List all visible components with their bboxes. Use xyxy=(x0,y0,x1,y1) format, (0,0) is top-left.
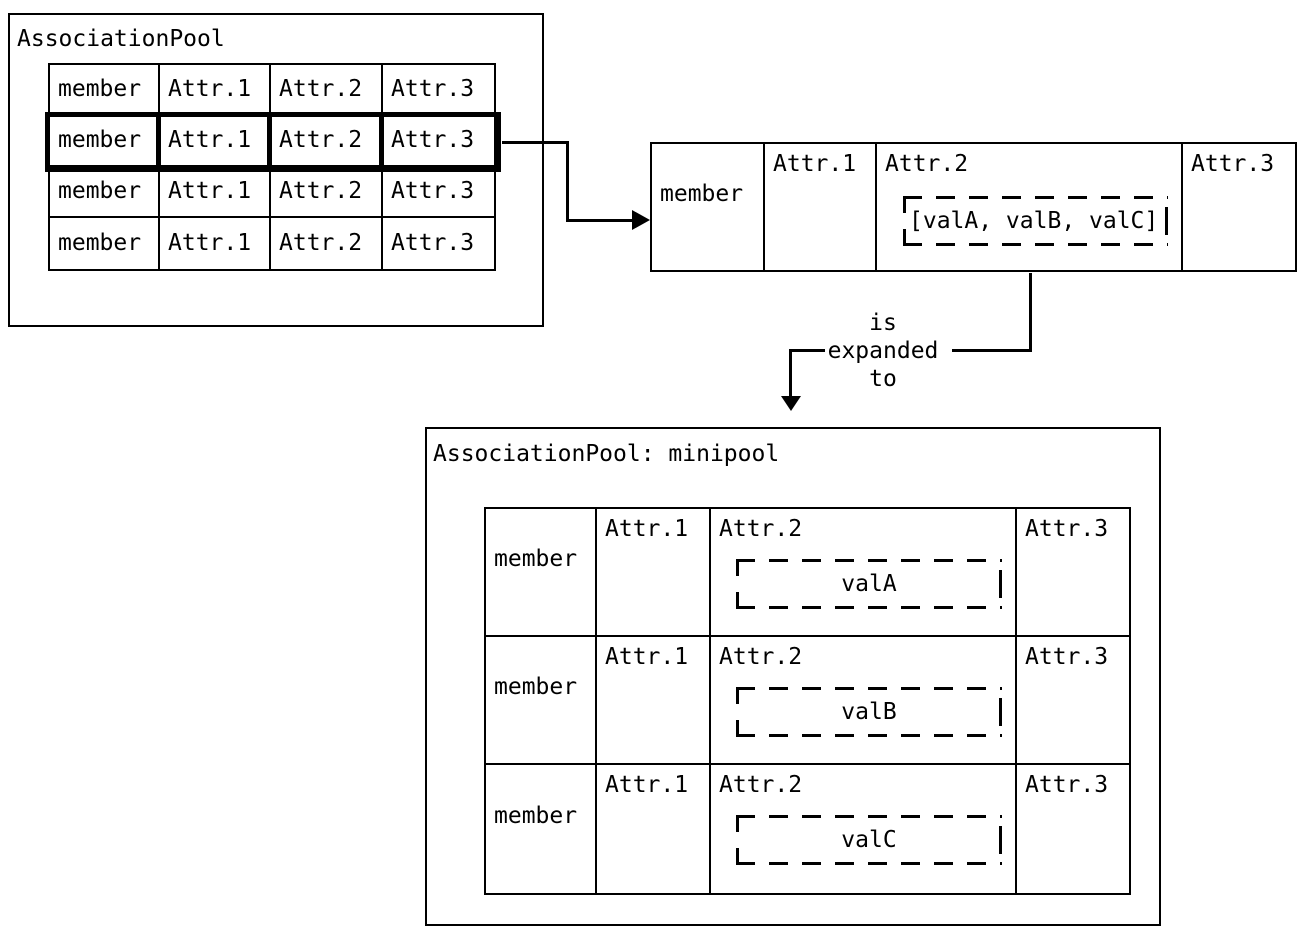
minipool-member-cell: member xyxy=(486,509,597,637)
expansion-arrow-segment xyxy=(789,349,825,352)
minipool-attr3-cell: Attr.3 xyxy=(1017,637,1129,765)
attr2-label: Attr.2 xyxy=(719,772,803,798)
pool-cell: Attr.1 xyxy=(160,218,271,269)
attr2-value: [valA, valB, valC] xyxy=(909,207,1159,234)
expansion-arrow-segment xyxy=(952,349,1031,352)
attr2-value: valB xyxy=(841,698,897,725)
minipool-attr1-cell: Attr.1 xyxy=(597,637,711,765)
attr2-value-box: [valA, valB, valC] xyxy=(903,196,1168,246)
pool-cell: Attr.3 xyxy=(383,116,494,167)
attr2-value-box: valA xyxy=(736,559,1002,609)
expanded-attr1-cell: Attr.1 xyxy=(765,144,877,270)
expansion-arrow-label-line: is xyxy=(869,310,897,336)
row-to-detail-arrow-segment xyxy=(502,141,569,144)
row-to-detail-arrow-segment xyxy=(566,141,569,222)
attr2-value: valC xyxy=(841,826,897,853)
expansion-arrow-label-line: to xyxy=(869,366,897,392)
selected-row-separator xyxy=(267,117,272,167)
minipool-attr1-cell: Attr.1 xyxy=(597,509,711,637)
expansion-arrow-label-line: expanded xyxy=(827,338,939,364)
minipool-attr3-cell: Attr.3 xyxy=(1017,509,1129,637)
attr2-label: Attr.2 xyxy=(719,644,803,670)
minipool-attr2-cell: Attr.2 valC xyxy=(711,765,1017,893)
minipool-attr2-cell: Attr.2 valB xyxy=(711,637,1017,765)
arrowhead-down-icon xyxy=(781,396,801,411)
minipool-attr1-cell: Attr.1 xyxy=(597,765,711,893)
attr2-value-box: valC xyxy=(736,815,1002,865)
attr2-value: valA xyxy=(841,570,897,597)
minipool-member-cell: member xyxy=(486,637,597,765)
arrowhead-right-icon xyxy=(632,210,650,230)
minipool-attr3-cell: Attr.3 xyxy=(1025,772,1109,798)
association-pool-title: AssociationPool xyxy=(17,26,225,52)
minipool-title: AssociationPool: minipool xyxy=(433,441,780,467)
expanded-attr2-cell: Attr.2 [valA, valB, valC] xyxy=(877,144,1183,270)
selected-row-separator xyxy=(156,117,161,167)
attr2-label: Attr.2 xyxy=(719,516,803,542)
expansion-arrow-label: is expanded to xyxy=(818,309,948,393)
selected-row-highlight xyxy=(45,112,501,172)
pool-cell: member xyxy=(50,65,160,116)
pool-cell: Attr.2 xyxy=(271,65,383,116)
expanded-member-cell: member xyxy=(652,144,765,270)
pool-cell: Attr.1 xyxy=(160,65,271,116)
minipool-table: member Attr.1 Attr.2 valA Attr.3 member … xyxy=(484,507,1131,895)
expanded-attr3-cell: Attr.3 xyxy=(1191,151,1275,177)
pool-cell: Attr.2 xyxy=(271,167,383,218)
attr2-label: Attr.2 xyxy=(885,151,969,177)
expansion-arrow-segment xyxy=(1029,273,1032,352)
pool-cell: Attr.1 xyxy=(160,167,271,218)
pool-cell: Attr.3 xyxy=(383,167,494,218)
minipool-attr2-cell: Attr.2 valA xyxy=(711,509,1017,637)
pool-cell: Attr.1 xyxy=(160,116,271,167)
attr2-value-box: valB xyxy=(736,687,1002,737)
row-to-detail-arrow-segment xyxy=(566,219,632,222)
selected-row-separator xyxy=(379,117,384,167)
minipool-member-cell: member xyxy=(486,765,597,893)
pool-cell: member xyxy=(50,218,160,269)
pool-cell: Attr.3 xyxy=(383,65,494,116)
pool-cell: Attr.2 xyxy=(271,218,383,269)
expansion-arrow-segment xyxy=(789,349,792,398)
expanded-row-table: member Attr.1 Attr.2 [valA, valB, valC] … xyxy=(650,142,1297,272)
pool-cell: Attr.3 xyxy=(391,230,475,256)
pool-cell: member xyxy=(50,167,160,218)
